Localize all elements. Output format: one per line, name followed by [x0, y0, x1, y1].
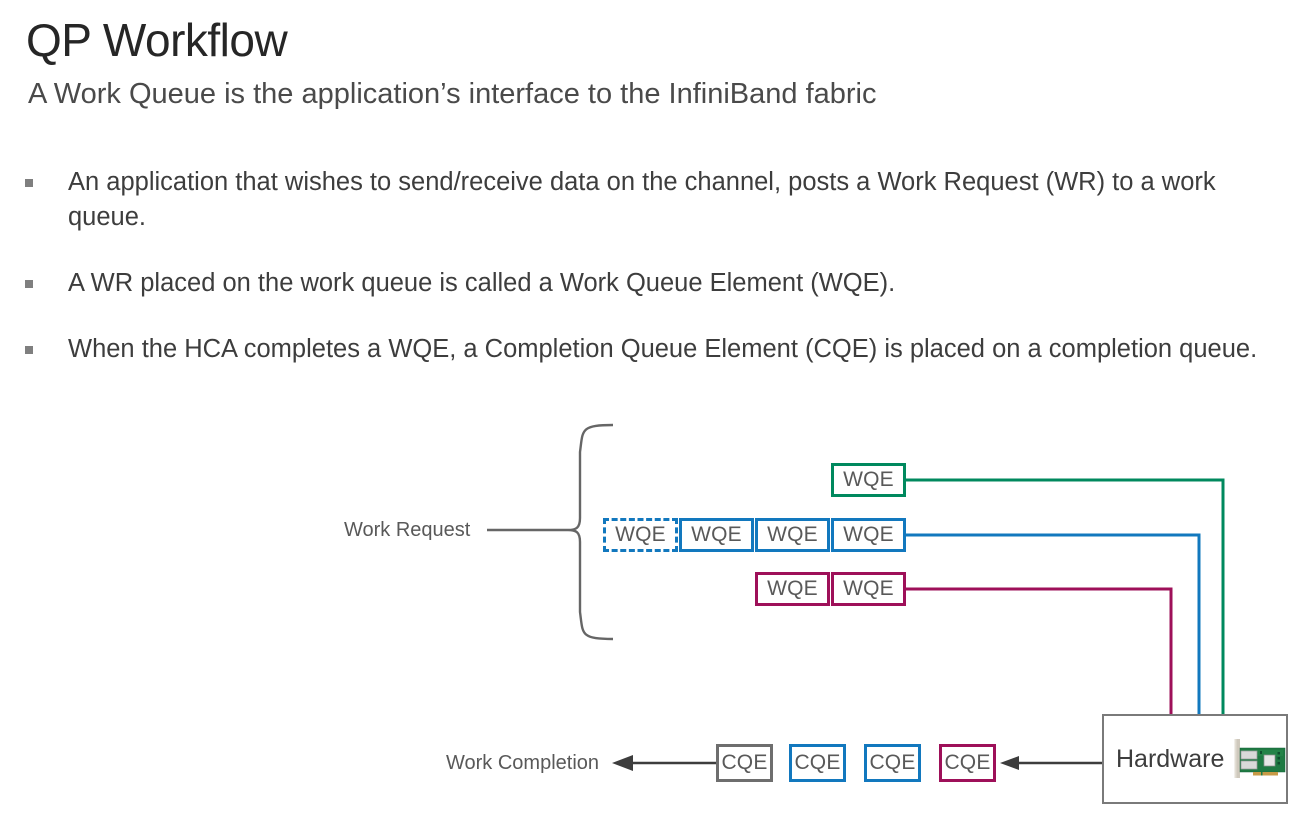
blue-queue-connector: [896, 533, 1201, 714]
wqe-box-label: WQE: [843, 468, 894, 491]
bullet-item: When the HCA completes a WQE, a Completi…: [22, 332, 1262, 367]
work-completion-arrowhead: [612, 755, 633, 771]
cqe-box-label: CQE: [721, 751, 768, 774]
hardware-box[interactable]: Hardware: [1102, 714, 1288, 804]
wqe-box-blue-1[interactable]: WQE: [603, 518, 678, 552]
wqe-box-label: WQE: [767, 577, 818, 600]
network-adapter-card-icon: [1234, 739, 1286, 778]
cqe-box-2[interactable]: CQE: [789, 744, 846, 782]
wqe-box-label: WQE: [843, 523, 894, 546]
cqe-box-1[interactable]: CQE: [716, 744, 773, 782]
wqe-box-label: WQE: [615, 523, 666, 546]
cqe-box-label: CQE: [944, 751, 991, 774]
wqe-box-blue-4[interactable]: WQE: [831, 518, 906, 552]
bullet-item: An application that wishes to send/recei…: [22, 165, 1262, 235]
bullet-text: When the HCA completes a WQE, a Completi…: [68, 335, 1258, 363]
bullet-square-icon: [25, 346, 33, 354]
page-subtitle: A Work Queue is the application’s interf…: [28, 78, 877, 110]
wqe-box-magenta-2[interactable]: WQE: [831, 572, 906, 606]
bullet-text: A WR placed on the work queue is called …: [68, 269, 896, 297]
page-title: QP Workflow: [26, 14, 288, 66]
hardware-to-cqe-arrowhead: [1000, 756, 1019, 770]
wqe-box-blue-2[interactable]: WQE: [679, 518, 754, 552]
wqe-box-green-1[interactable]: WQE: [831, 463, 906, 497]
work-completion-label: Work Completion: [446, 752, 600, 774]
magenta-queue-connector: [896, 587, 1173, 714]
bullet-square-icon: [25, 280, 33, 288]
bullet-item: A WR placed on the work queue is called …: [22, 266, 1262, 301]
wqe-box-label: WQE: [843, 577, 894, 600]
wqe-box-blue-3[interactable]: WQE: [755, 518, 830, 552]
bullet-text: An application that wishes to send/recei…: [68, 168, 1216, 231]
bullet-square-icon: [25, 179, 33, 187]
work-request-label: Work Request: [344, 519, 471, 541]
cqe-box-3[interactable]: CQE: [864, 744, 921, 782]
wqe-box-magenta-1[interactable]: WQE: [755, 572, 830, 606]
hardware-label: Hardware: [1116, 744, 1225, 773]
cqe-box-4[interactable]: CQE: [939, 744, 996, 782]
cqe-box-label: CQE: [794, 751, 841, 774]
cqe-box-label: CQE: [869, 751, 916, 774]
bullet-list: An application that wishes to send/recei…: [22, 165, 1262, 398]
wqe-box-label: WQE: [767, 523, 818, 546]
wqe-box-label: WQE: [691, 523, 742, 546]
green-queue-connector: [896, 478, 1225, 714]
